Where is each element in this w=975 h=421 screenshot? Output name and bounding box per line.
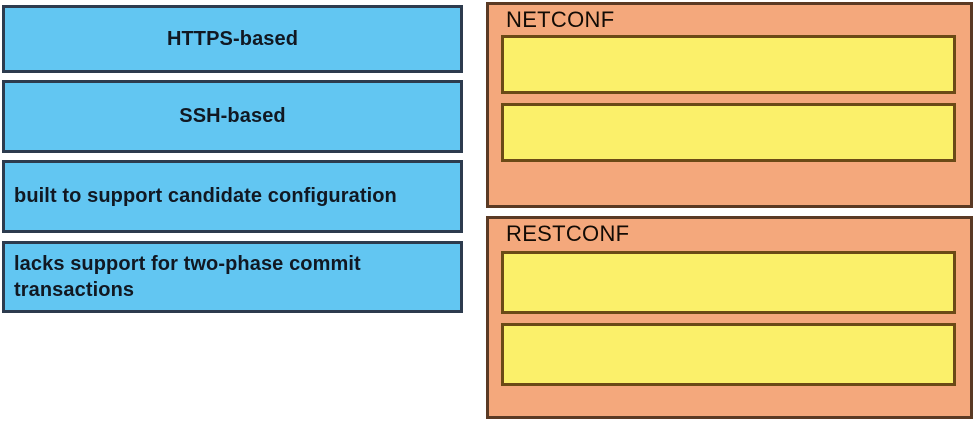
drag-item-label: lacks support for two-phase commit trans… <box>14 252 361 301</box>
drop-zone[interactable] <box>501 103 956 162</box>
drop-zone[interactable] <box>501 35 956 94</box>
category-panel-restconf: RESTCONF <box>486 216 973 419</box>
drag-item-two-phase-commit[interactable]: lacks support for two-phase commit trans… <box>2 241 463 313</box>
category-title: NETCONF <box>506 7 615 32</box>
drag-item-label: HTTPS-based <box>166 27 299 50</box>
drop-zone-content <box>504 106 953 159</box>
drop-zone-content <box>504 254 953 311</box>
drop-zone[interactable] <box>501 323 956 386</box>
drop-zone[interactable] <box>501 251 956 314</box>
drop-zone-content <box>504 326 953 383</box>
drag-item-label: SSH-based <box>179 105 286 128</box>
drag-item-https-based[interactable]: HTTPS-based <box>2 5 463 73</box>
drop-zone-content <box>504 38 953 91</box>
drag-item-ssh-based[interactable]: SSH-based <box>2 80 463 153</box>
drag-item-candidate-configuration[interactable]: built to support candidate configuration <box>2 160 463 233</box>
category-title: RESTCONF <box>506 221 630 246</box>
drag-item-label: built to support candidate configuration <box>14 185 397 208</box>
category-panel-netconf: NETCONF <box>486 2 973 208</box>
